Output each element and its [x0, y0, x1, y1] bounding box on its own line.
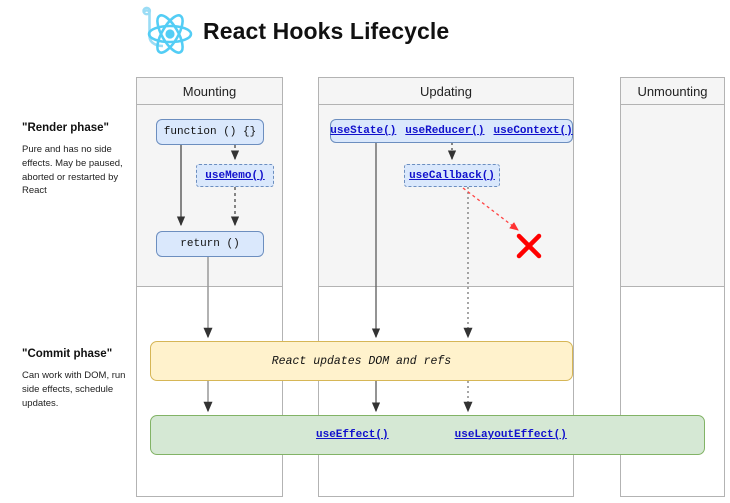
use-reducer-link[interactable]: useReducer() [405, 125, 485, 137]
node-function: function () {} [156, 119, 264, 145]
node-return: return () [156, 231, 264, 257]
render-phase-label: "Render phase" Pure and has no side effe… [22, 122, 132, 198]
node-use-memo[interactable]: useMemo() [196, 164, 274, 187]
page-header: React Hooks Lifecycle [0, 0, 730, 68]
use-context-link[interactable]: useContext() [493, 125, 573, 137]
node-use-callback[interactable]: useCallback() [404, 164, 500, 187]
react-updates-dom-box: React updates DOM and refs [150, 341, 573, 381]
page-title: React Hooks Lifecycle [203, 18, 450, 44]
column-header-updating: Updating [318, 77, 574, 105]
render-phase-title: "Render phase" [22, 122, 109, 134]
commit-phase-title: "Commit phase" [22, 348, 113, 360]
use-memo-link[interactable]: useMemo() [205, 169, 265, 182]
commit-phase-label: "Commit phase" Can work with DOM, run si… [22, 348, 132, 410]
use-layout-effect-link[interactable]: useLayoutEffect() [454, 429, 567, 441]
effects-box: useEffect() useLayoutEffect() [150, 415, 705, 455]
column-header-mounting: Mounting [136, 77, 283, 105]
render-band-unmounting [620, 104, 725, 287]
use-callback-link[interactable]: useCallback() [409, 169, 495, 182]
commit-phase-description: Can work with DOM, run side effects, sch… [22, 370, 126, 409]
node-state-hooks-bar: useState() useReducer() useContext() [330, 119, 573, 143]
column-header-unmounting: Unmounting [620, 77, 725, 105]
use-state-link[interactable]: useState() [330, 125, 397, 137]
use-effect-link[interactable]: useEffect() [316, 429, 389, 441]
red-x-marker [516, 233, 542, 259]
render-phase-description: Pure and has no side effects. May be pau… [22, 144, 123, 197]
react-updates-dom-label: React updates DOM and refs [271, 354, 452, 368]
react-atom-hook-icon [142, 6, 193, 54]
